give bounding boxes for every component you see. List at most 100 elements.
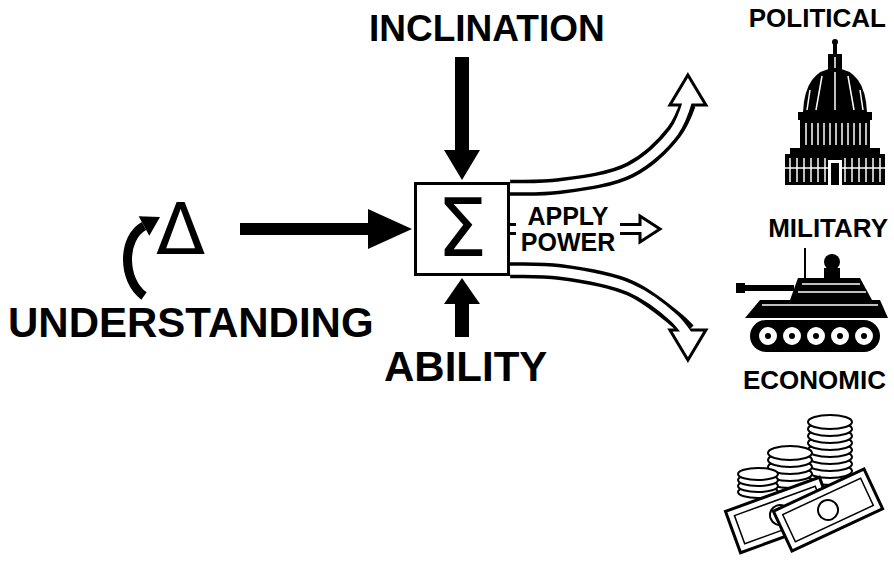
tank-icon-part-part <box>807 327 825 345</box>
capitol-icon-part-part <box>810 158 812 182</box>
capitol-icon-part <box>807 90 810 110</box>
capitol-icon-part-part <box>858 158 860 182</box>
arrow-shaft <box>240 223 371 235</box>
arrow-fill <box>510 270 688 335</box>
tank-icon-part-part <box>759 327 777 345</box>
capitol-icon-part-part <box>811 123 813 145</box>
capitol-icon-part-part <box>823 123 825 145</box>
capitol-icon-part-part <box>817 123 819 145</box>
tank-icon-part <box>759 327 873 345</box>
solid-arrow <box>444 57 480 180</box>
capitol-icon-part <box>834 57 836 68</box>
tank-icon-part <box>762 304 878 306</box>
capitol-icon-part-part <box>796 158 798 182</box>
capitol-icon-part <box>848 76 854 110</box>
arrow-shaft <box>455 301 469 337</box>
money-icon-part-part <box>808 415 852 429</box>
capitol-icon-part <box>831 163 839 185</box>
power-domain: POLITICAL <box>665 0 894 75</box>
domain-label: POLITICAL <box>749 4 886 34</box>
capitol-icon <box>785 39 885 185</box>
capitol-icon-part <box>806 123 866 145</box>
money-icon-part <box>773 469 882 551</box>
capitol-icon-part-part <box>844 158 846 182</box>
capitol-icon-part <box>816 76 822 110</box>
tank-icon-part <box>736 283 745 293</box>
edge-label: APPLY POWER <box>516 203 620 256</box>
power-domain: ECONOMIC <box>665 360 894 405</box>
capitol-icon-part <box>803 68 867 112</box>
tank-icon-part <box>745 300 888 318</box>
tank-icon <box>736 248 888 352</box>
tank-icon-part-part <box>855 327 873 345</box>
tank-icon-part-part <box>765 333 771 339</box>
sum-box: Σ <box>414 182 510 276</box>
capitol-icon-part <box>798 112 872 120</box>
tank-icon-part-part <box>837 333 843 339</box>
tank-icon-part <box>802 283 860 285</box>
concept-label: UNDERSTANDING <box>8 299 374 347</box>
tank-icon-part-part <box>783 327 801 345</box>
capitol-icon-part <box>828 54 842 70</box>
tank-icon-part <box>804 248 806 278</box>
input-label: INCLINATION <box>369 8 605 51</box>
money-icon-part-part <box>768 446 812 460</box>
capitol-icon-part-part <box>789 158 791 182</box>
domain-label: MILITARY <box>768 214 888 244</box>
arrow-head <box>444 150 480 180</box>
capitol-icon-part-part <box>851 158 853 182</box>
arrow-head <box>368 209 412 249</box>
arrow-shaft <box>455 57 469 153</box>
tank-icon-part <box>798 291 866 293</box>
tank-icon-part <box>824 268 840 279</box>
arrow-fill <box>510 100 688 188</box>
money-icon-part-part <box>815 497 842 524</box>
money-icon-part-part <box>773 469 882 551</box>
capitol-icon-part-part <box>879 158 881 182</box>
capitol-icon-part-part <box>853 123 855 145</box>
tank-icon-part <box>790 278 872 300</box>
capitol-icon-part-part <box>829 123 831 145</box>
concept-node: ΔUNDERSTANDING <box>150 193 212 265</box>
capitol-icon-part-part <box>805 123 807 145</box>
input-label: ABILITY <box>384 343 548 392</box>
outline-arrow <box>510 75 706 188</box>
capitol-icon-part <box>834 72 836 110</box>
power-domain: MILITARY <box>662 200 894 258</box>
solid-arrow <box>240 209 412 249</box>
sigma-symbol: Σ <box>437 189 488 269</box>
capitol-icon-part <box>860 90 863 110</box>
tank-icon-part-part <box>831 327 849 345</box>
tank-icon-part <box>750 320 880 352</box>
tank-icon-part-part <box>813 333 819 339</box>
tank-icon-part <box>738 285 794 291</box>
capitol-icon-part-part <box>803 158 805 182</box>
money-icon <box>725 415 882 553</box>
capitol-icon-part <box>800 120 870 148</box>
capitol-icon-part <box>833 42 837 55</box>
cycle-arrow-part <box>128 226 145 296</box>
capitol-icon-part-part <box>865 123 867 145</box>
capitol-icon-part-part <box>847 123 849 145</box>
delta-symbol: Δ <box>156 193 206 265</box>
tank-icon-part <box>824 254 840 270</box>
capitol-icon-part-part <box>872 158 874 182</box>
capitol-icon-part-part <box>824 158 826 182</box>
capitol-icon-part-part <box>859 123 861 145</box>
cycle-arrow <box>128 216 161 296</box>
capitol-icon-part <box>785 154 885 185</box>
solid-arrow <box>444 278 480 337</box>
capitol-icon-part-part <box>817 158 819 182</box>
capitol-icon-part-part <box>841 123 843 145</box>
capitol-icon-part-part <box>835 123 837 145</box>
domain-label: ECONOMIC <box>743 366 886 396</box>
tank-icon-part-part <box>789 333 795 339</box>
capitol-icon-part-part <box>865 158 867 182</box>
input-label-text: ABILITY <box>384 343 548 391</box>
money-icon-part-part <box>738 468 778 480</box>
arrow-head <box>444 278 480 304</box>
money-icon-part-part <box>783 478 874 542</box>
